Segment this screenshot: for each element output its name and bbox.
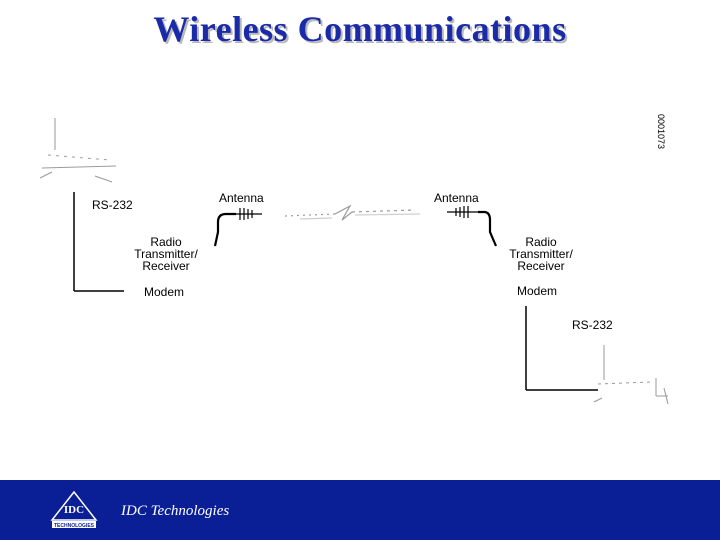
right-antenna-label: Antenna bbox=[434, 191, 479, 205]
idc-logo-icon: IDC TECHNOLOGIES bbox=[50, 490, 98, 529]
logo-text: IDC bbox=[64, 504, 84, 516]
right-computer-icon bbox=[593, 345, 669, 405]
right-antenna-icon bbox=[447, 206, 478, 218]
left-interface-label: RS-232 bbox=[92, 198, 133, 212]
left-radio-label: Radio Transmitter/ Receiver bbox=[134, 235, 198, 273]
radio-link-icon bbox=[284, 204, 421, 221]
left-antenna-icon bbox=[236, 208, 262, 220]
wireless-link-diagram bbox=[39, 118, 669, 405]
footer-bar bbox=[0, 480, 720, 540]
right-modem-label: Modem bbox=[517, 284, 558, 298]
logo-subtext: TECHNOLOGIES bbox=[54, 523, 95, 529]
slide-title: Wireless Communications bbox=[153, 9, 567, 49]
right-rs232-cable bbox=[525, 306, 598, 391]
right-radio-label: Radio Transmitter/ Receiver bbox=[509, 235, 573, 273]
left-computer-icon bbox=[39, 118, 117, 183]
left-antenna-label: Antenna bbox=[219, 191, 264, 205]
right-interface-label: RS-232 bbox=[572, 318, 613, 332]
left-rs232-cable bbox=[73, 192, 124, 292]
right-antenna-cable bbox=[478, 210, 498, 247]
left-modem-label: Modem bbox=[144, 285, 185, 299]
footer-company-name: IDC Technologies bbox=[121, 503, 230, 519]
left-antenna-cable bbox=[213, 212, 236, 247]
